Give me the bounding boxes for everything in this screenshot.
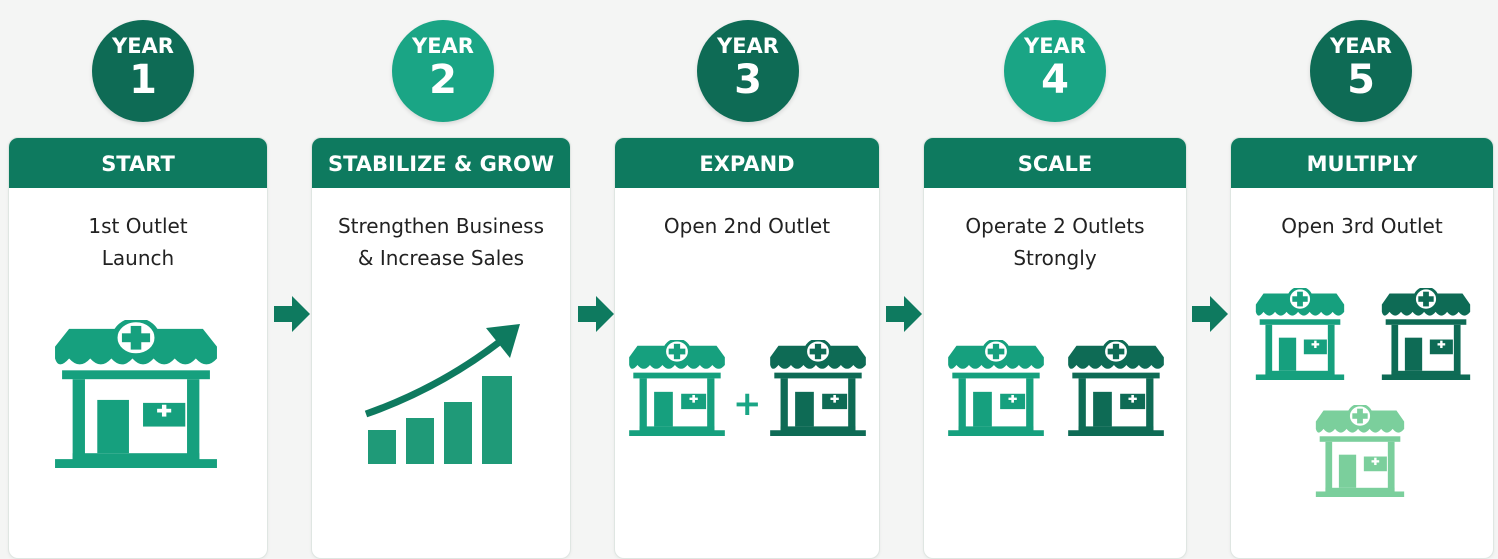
step-description: 1st Outlet Launch (88, 214, 188, 270)
plus-sign: + (733, 384, 762, 424)
year-number: 4 (1041, 57, 1069, 103)
year-5-badge: YEAR 5 (1310, 20, 1412, 122)
storefront-icon (1252, 288, 1348, 380)
step-card-start: START 1st Outlet Launch (8, 137, 268, 559)
right-arrow-icon (578, 296, 614, 332)
step-title: SCALE (924, 138, 1186, 188)
year-number: 3 (734, 57, 762, 103)
storefront-icon (48, 320, 224, 468)
step-description: Open 3rd Outlet (1281, 214, 1443, 238)
storefront-icon (766, 340, 870, 436)
right-arrow-icon (1192, 296, 1228, 332)
step-title: EXPAND (615, 138, 879, 188)
year-3-badge: YEAR 3 (697, 20, 799, 122)
year-number: 5 (1347, 57, 1375, 103)
step-title: STABILIZE & GROW (312, 138, 570, 188)
year-label: YEAR (717, 34, 779, 58)
year-4-badge: YEAR 4 (1004, 20, 1106, 122)
year-label: YEAR (1330, 34, 1392, 58)
step-title: MULTIPLY (1231, 138, 1493, 188)
year-number: 2 (429, 57, 457, 103)
year-label: YEAR (1024, 34, 1086, 58)
storefront-icon (1378, 288, 1474, 380)
storefront-icon (625, 340, 729, 436)
year-2-badge: YEAR 2 (392, 20, 494, 122)
growth-chart-icon (364, 324, 520, 464)
right-arrow-icon (274, 296, 310, 332)
storefront-icon (944, 340, 1048, 436)
year-1-badge: YEAR 1 (92, 20, 194, 122)
step-description: Strengthen Business & Increase Sales (337, 214, 545, 270)
step-description: Operate 2 Outlets Strongly (965, 214, 1145, 270)
step-description: Open 2nd Outlet (663, 214, 831, 238)
step-card-stabilize-grow: STABILIZE & GROW Strengthen Business & I… (311, 137, 571, 559)
year-number: 1 (129, 57, 157, 103)
storefront-icon (1064, 340, 1168, 436)
right-arrow-icon (886, 296, 922, 332)
storefront-icon (1312, 405, 1408, 497)
year-label: YEAR (412, 34, 474, 58)
step-title: START (9, 138, 267, 188)
year-label: YEAR (112, 34, 174, 58)
